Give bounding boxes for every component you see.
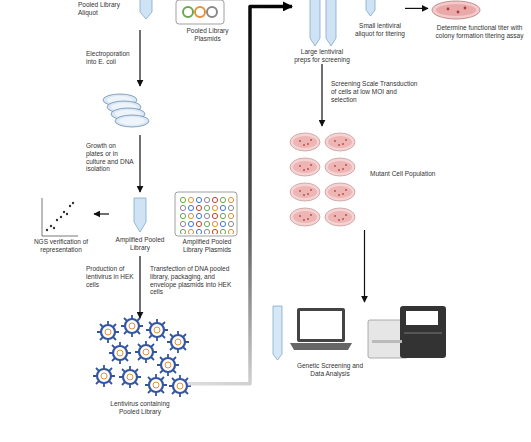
stage-node: Determine functional titer with colony f… (428, 0, 531, 48)
flow-arrow (364, 230, 365, 302)
flow-arrow (321, 64, 322, 126)
node-label: Lentivirus containing Pooled Library (100, 400, 180, 416)
stage-node: Mutant Cell Population (292, 126, 437, 230)
step-note: Growth on plates or in culture and DNA i… (86, 142, 134, 173)
scatter-icon (42, 198, 78, 236)
stage-node: Amplified Pooled Library (109, 196, 171, 256)
node-label: Small lentiviral aliquot for titering (353, 22, 407, 38)
flow-arrow (405, 8, 428, 9)
node-label: Amplified Pooled Library (109, 236, 171, 252)
stage-node: Small lentiviral aliquot for titering (355, 0, 405, 42)
node-label: NGS verification of representation (30, 238, 92, 254)
node-label: Determine functional titer with colony f… (428, 24, 531, 40)
stage-node: Genetic Screening and Data Analysis (268, 302, 448, 382)
node-label: Amplified Pooled Library Plasmids (172, 238, 242, 254)
plasmid-grid (175, 192, 237, 236)
flow-arrow (139, 256, 140, 318)
stage-node: Pooled Library Aliquot (78, 0, 158, 28)
tube-icon (366, 0, 375, 16)
tube-icon (310, 0, 320, 46)
virus-cluster (93, 315, 191, 397)
process-arrow (139, 135, 140, 192)
step-note: Electroporation into E. coli (86, 50, 138, 66)
sequencer-icon (368, 306, 446, 358)
process-arrow (139, 30, 140, 86)
plasmid-panel (176, 0, 224, 24)
node-label: Pooled Library Aliquot (78, 1, 136, 17)
tube-icon (326, 0, 336, 46)
tube-icon (273, 306, 282, 360)
titer-dish (432, 1, 480, 19)
node-label: Genetic Screening and Data Analysis (295, 362, 365, 378)
plates-icon (103, 94, 149, 127)
stage-node: Lentivirus containing Pooled Library (92, 318, 188, 416)
tube-icon (134, 198, 146, 232)
node-label: Pooled Library Plasmids (180, 27, 235, 43)
flow-arrow (94, 213, 109, 214)
step-note: Transfection of DNA pooled library, pack… (150, 265, 242, 296)
stage-node: Amplified Pooled Library Plasmids (172, 190, 242, 256)
stage-node: Large lentiviral preps for screening (292, 0, 352, 64)
node-label: Large lentiviral preps for screening (292, 48, 352, 64)
edge-label: Production of lentivirus in HEK cells (86, 265, 134, 288)
edge-label: Screening Scale Transduction of cells at… (331, 80, 421, 103)
stage-node: Pooled Library Plasmids (175, 0, 237, 46)
dish-grid (290, 133, 355, 226)
stage-node: NGS verification of representation (28, 198, 94, 256)
tube-icon (140, 0, 152, 19)
laptop-icon (290, 308, 352, 350)
node-label: Mutant Cell Population (370, 170, 436, 178)
flow-arrow (188, 6, 292, 383)
